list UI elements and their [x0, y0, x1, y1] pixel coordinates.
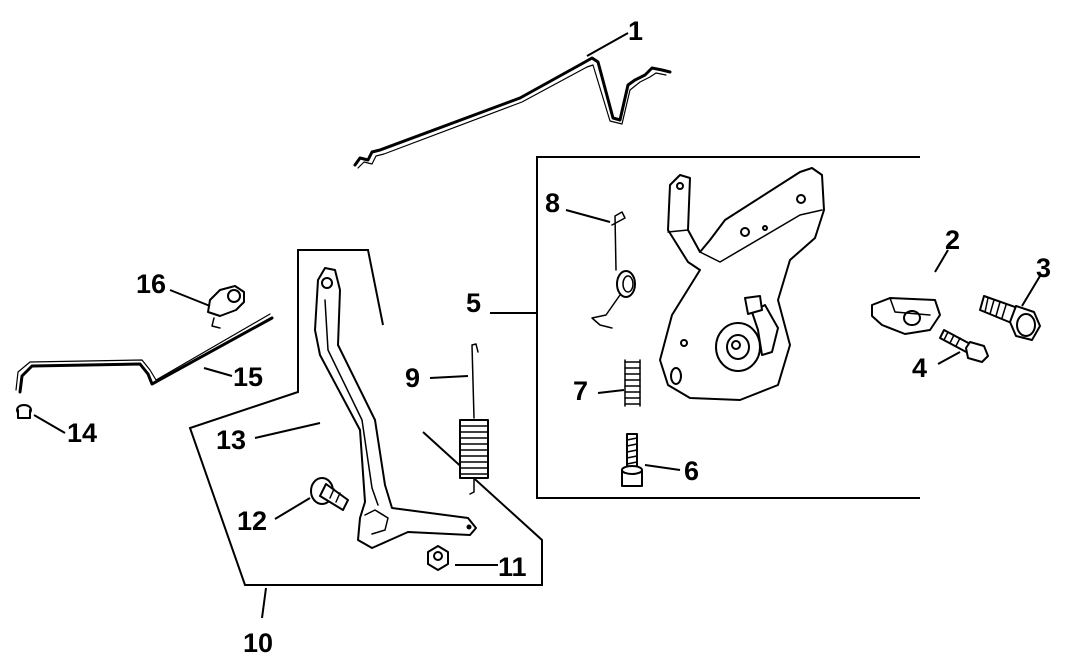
part-12-shoulder-bolt [310, 477, 349, 511]
callout-11: 11 [498, 552, 527, 582]
part-1-control-rod [353, 56, 672, 169]
callout-7: 7 [573, 376, 588, 406]
part-4-small-bolt [939, 329, 989, 363]
callout-10: 10 [243, 628, 273, 658]
callout-6: 6 [684, 456, 699, 486]
part-7-compression-spring [624, 359, 641, 407]
part-13-lever-arm [314, 267, 477, 549]
part-8-torsion-spring [591, 211, 636, 329]
callout-3: 3 [1036, 253, 1051, 283]
callout-5: 5 [466, 288, 481, 318]
callout-4: 4 [912, 353, 927, 383]
callout-12: 12 [237, 506, 267, 536]
callout-13: 13 [216, 425, 246, 455]
part-11-nut [427, 545, 449, 571]
part-15-link-rod [15, 313, 274, 394]
part-16-clamp [207, 285, 245, 329]
part-10-group-outline [188, 249, 543, 586]
part-6-screw [621, 433, 643, 487]
part-14-cap [16, 404, 32, 419]
callout-8: 8 [545, 188, 560, 218]
callout-15: 15 [233, 362, 263, 392]
part-5-group-box [536, 156, 920, 499]
callout-2: 2 [945, 225, 960, 255]
callout-1: 1 [628, 16, 643, 46]
callout-9: 9 [405, 363, 420, 393]
callout-labels: 1 2 3 4 5 6 7 8 9 10 11 12 13 14 15 16 [67, 16, 1051, 658]
callout-16: 16 [136, 269, 166, 299]
part-3-bolt [979, 295, 1041, 341]
leader-lines [33, 32, 1041, 619]
part-2-clip [871, 297, 941, 335]
part-9-extension-spring [459, 343, 489, 495]
callout-14: 14 [67, 418, 97, 448]
part-5-control-plate [659, 167, 825, 401]
